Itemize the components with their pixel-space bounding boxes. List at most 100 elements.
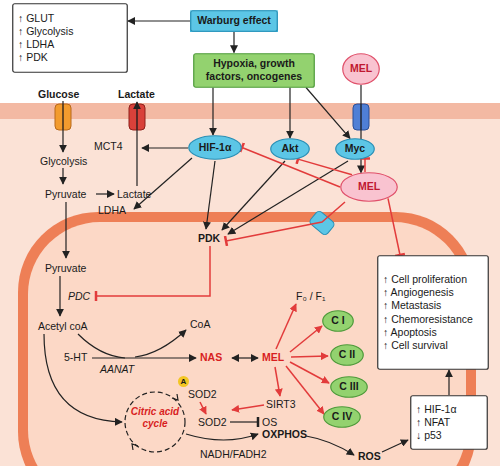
drawing-rect [191, 11, 278, 32]
node-text: ↑ HIF-1α [416, 403, 457, 416]
inhibition-line [388, 198, 400, 255]
complex-oval: C IV [323, 406, 361, 428]
node-text: ↑ Glycolysis [18, 25, 73, 38]
drawing-g [44, 101, 408, 455]
plain-label: NADH/FADH2 [200, 448, 267, 461]
drawing-rect [411, 396, 488, 450]
drawing-rect [378, 256, 489, 370]
drawing-ellipse [331, 345, 364, 366]
node-text: Myc [345, 142, 365, 155]
drawing-ellipse [271, 139, 310, 160]
drawing-path [132, 444, 138, 450]
activation-arrow [360, 85, 361, 173]
drawing-circle [125, 392, 185, 452]
plain-label: Citric acid cycle [128, 406, 182, 429]
inhibition-line [298, 159, 352, 175]
drawing-rect [0, 103, 500, 119]
plain-label: MCT4 [94, 140, 123, 153]
plain-label: SOD2 [188, 388, 217, 401]
drawing-path [290, 326, 322, 352]
drawing-path [232, 357, 258, 358]
node-text: ↑ GLUT [18, 12, 54, 25]
plain-label: Lactate [118, 88, 155, 101]
drawing-path [382, 440, 408, 452]
factor-oval: Akt [270, 138, 310, 160]
warburg-box: Warburg effect [190, 10, 278, 32]
activation-arrow [233, 32, 234, 53]
activation-arrow [448, 370, 449, 395]
plain-label: OS [262, 416, 277, 429]
drawing-path [59, 276, 60, 316]
plain-label: Acetyl coA [38, 320, 88, 333]
drawing-path [136, 102, 137, 186]
node-text: C II [339, 348, 355, 361]
node-text: MEL [350, 62, 372, 75]
plain-label: AANAT [100, 363, 134, 376]
drawing-path [96, 193, 114, 194]
activation-arrow [289, 88, 290, 139]
drawing-path [226, 202, 345, 241]
drawing-path [232, 405, 264, 410]
drawing-path [62, 168, 63, 184]
drawing-path [134, 158, 192, 209]
plain-label: 5-HT [64, 351, 87, 364]
node-text: MEL [358, 180, 380, 193]
node-text: C I [331, 314, 344, 327]
plain-label: A [178, 376, 189, 387]
plain-label: OXPHOS [262, 428, 307, 441]
node-text: ↓ p53 [416, 429, 442, 442]
factor-oval: Myc [335, 138, 375, 160]
plain-label: Pyruvate [45, 188, 86, 201]
activation-arrow [128, 20, 190, 21]
node-text: ↑ Angiogenesis [383, 286, 454, 299]
node-text: ↑ PDK [18, 51, 48, 64]
drawing-ellipse [324, 407, 361, 428]
melatonin-oval: MEL [340, 172, 398, 202]
drawing-path [306, 436, 354, 455]
plain-label: SIRT3 [266, 398, 296, 411]
drawing-ellipse [341, 173, 398, 202]
melatonin-oval: MEL [342, 53, 380, 85]
drawing-path [291, 356, 328, 357]
plain-label: Glucose [38, 88, 79, 101]
outcome-box: ↑ Cell proliferation↑ Angiogenesis↑ Meta… [377, 255, 489, 370]
node-text: Akt [282, 142, 299, 155]
node-text: C III [339, 380, 358, 393]
plain-label: F₀ / F₁ [296, 290, 325, 303]
drawing-path [186, 434, 258, 440]
plain-label: PDK [198, 232, 220, 245]
drawing-ellipse [331, 377, 368, 398]
drawing-ellipse [323, 311, 354, 332]
plain-label: PDC [68, 290, 90, 303]
drawing-g [96, 202, 345, 414]
node-text: ↑ Cell survival [383, 339, 448, 352]
drawing-path [92, 357, 196, 358]
drawing-path [172, 394, 178, 400]
drawing-rect [194, 53, 315, 87]
complex-oval: C II [330, 344, 364, 366]
drawing-rect [13, 4, 128, 73]
activation-arrow [212, 88, 213, 136]
complex-oval: C I [322, 310, 354, 332]
drawing-path [44, 334, 122, 422]
node-text: HIF-1α [199, 141, 232, 154]
plain-label: Glycolysis [40, 155, 87, 168]
node-text: ↑ Chemoresistance [383, 313, 473, 326]
drawing-ellipse [336, 139, 375, 160]
drawing-path [230, 421, 258, 422]
drawing-path [206, 161, 215, 229]
drawing-path [96, 246, 210, 296]
plain-label: SOD2 [198, 416, 227, 429]
marker-box: ↑ HIF-1α↑ NFAT↓ p53 [410, 395, 488, 450]
drawing-path [135, 330, 186, 357]
drawing-path [142, 147, 188, 148]
drawing-path [200, 402, 206, 414]
node-text: ↑ Metastasis [383, 299, 441, 312]
node-text: ↑ Apoptosis [383, 326, 437, 339]
plain-label: Pyruvate [45, 262, 86, 275]
factor-oval: HIF-1α [188, 135, 242, 160]
drawing-ellipse [189, 136, 242, 160]
plain-label: CoA [190, 318, 210, 331]
drawing-path [276, 304, 296, 349]
